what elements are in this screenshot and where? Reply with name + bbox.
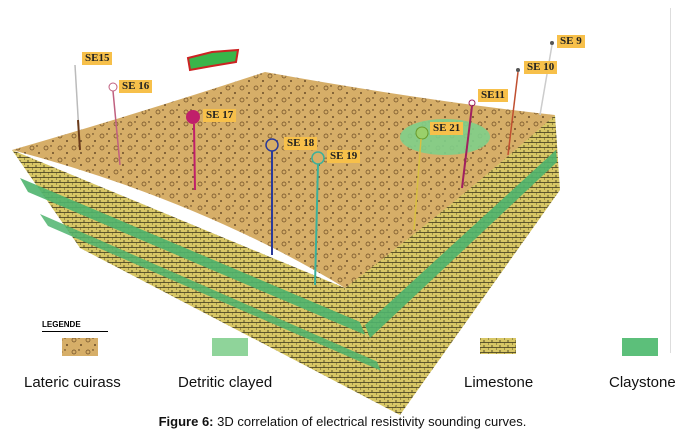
well-se15[interactable] [74, 64, 81, 151]
well-se9[interactable] [539, 41, 554, 116]
claystone-layer-right [365, 150, 557, 338]
legend-title: LEGENDE [42, 320, 108, 332]
well-label-se19: SE 19 [327, 150, 361, 163]
caption-text: 3D correlation of electrical resistivity… [213, 414, 527, 429]
well-label-se17: SE 17 [203, 109, 237, 122]
legend-label-detritic-clayed: Detritic clayed [178, 374, 273, 391]
caption-prefix: Figure 6: [158, 414, 214, 429]
figure-caption: Figure 6: 3D correlation of electrical r… [0, 414, 685, 429]
well-label-se21: SE 21 [430, 122, 464, 135]
figure-frame [10, 8, 671, 353]
well-label-se10: SE 10 [524, 61, 558, 74]
well-se21[interactable] [413, 126, 429, 231]
well-se16[interactable] [108, 82, 121, 166]
well-label-se16: SE 16 [119, 80, 153, 93]
well-label-se18: SE 18 [284, 137, 318, 150]
claystone-layer-left [20, 178, 368, 336]
well-se11[interactable] [461, 99, 476, 189]
legend-label-lateric-cuirass: Lateric cuirass [24, 374, 121, 391]
well-label-se11: SE11 [478, 89, 508, 102]
claystone-layer-left-2 [40, 214, 384, 372]
legend-label-limestone: Limestone [464, 374, 534, 391]
block-right-face [345, 115, 560, 415]
legend-label-claystone: Claystone [609, 374, 676, 391]
well-se18[interactable] [265, 138, 279, 255]
well-se19[interactable] [311, 151, 325, 286]
well-se17[interactable] [186, 110, 200, 191]
well-label-se9: SE 9 [557, 35, 585, 48]
well-se10[interactable] [507, 68, 520, 156]
north-arrow-icon [186, 48, 240, 72]
well-label-se15: SE15 [82, 52, 113, 65]
